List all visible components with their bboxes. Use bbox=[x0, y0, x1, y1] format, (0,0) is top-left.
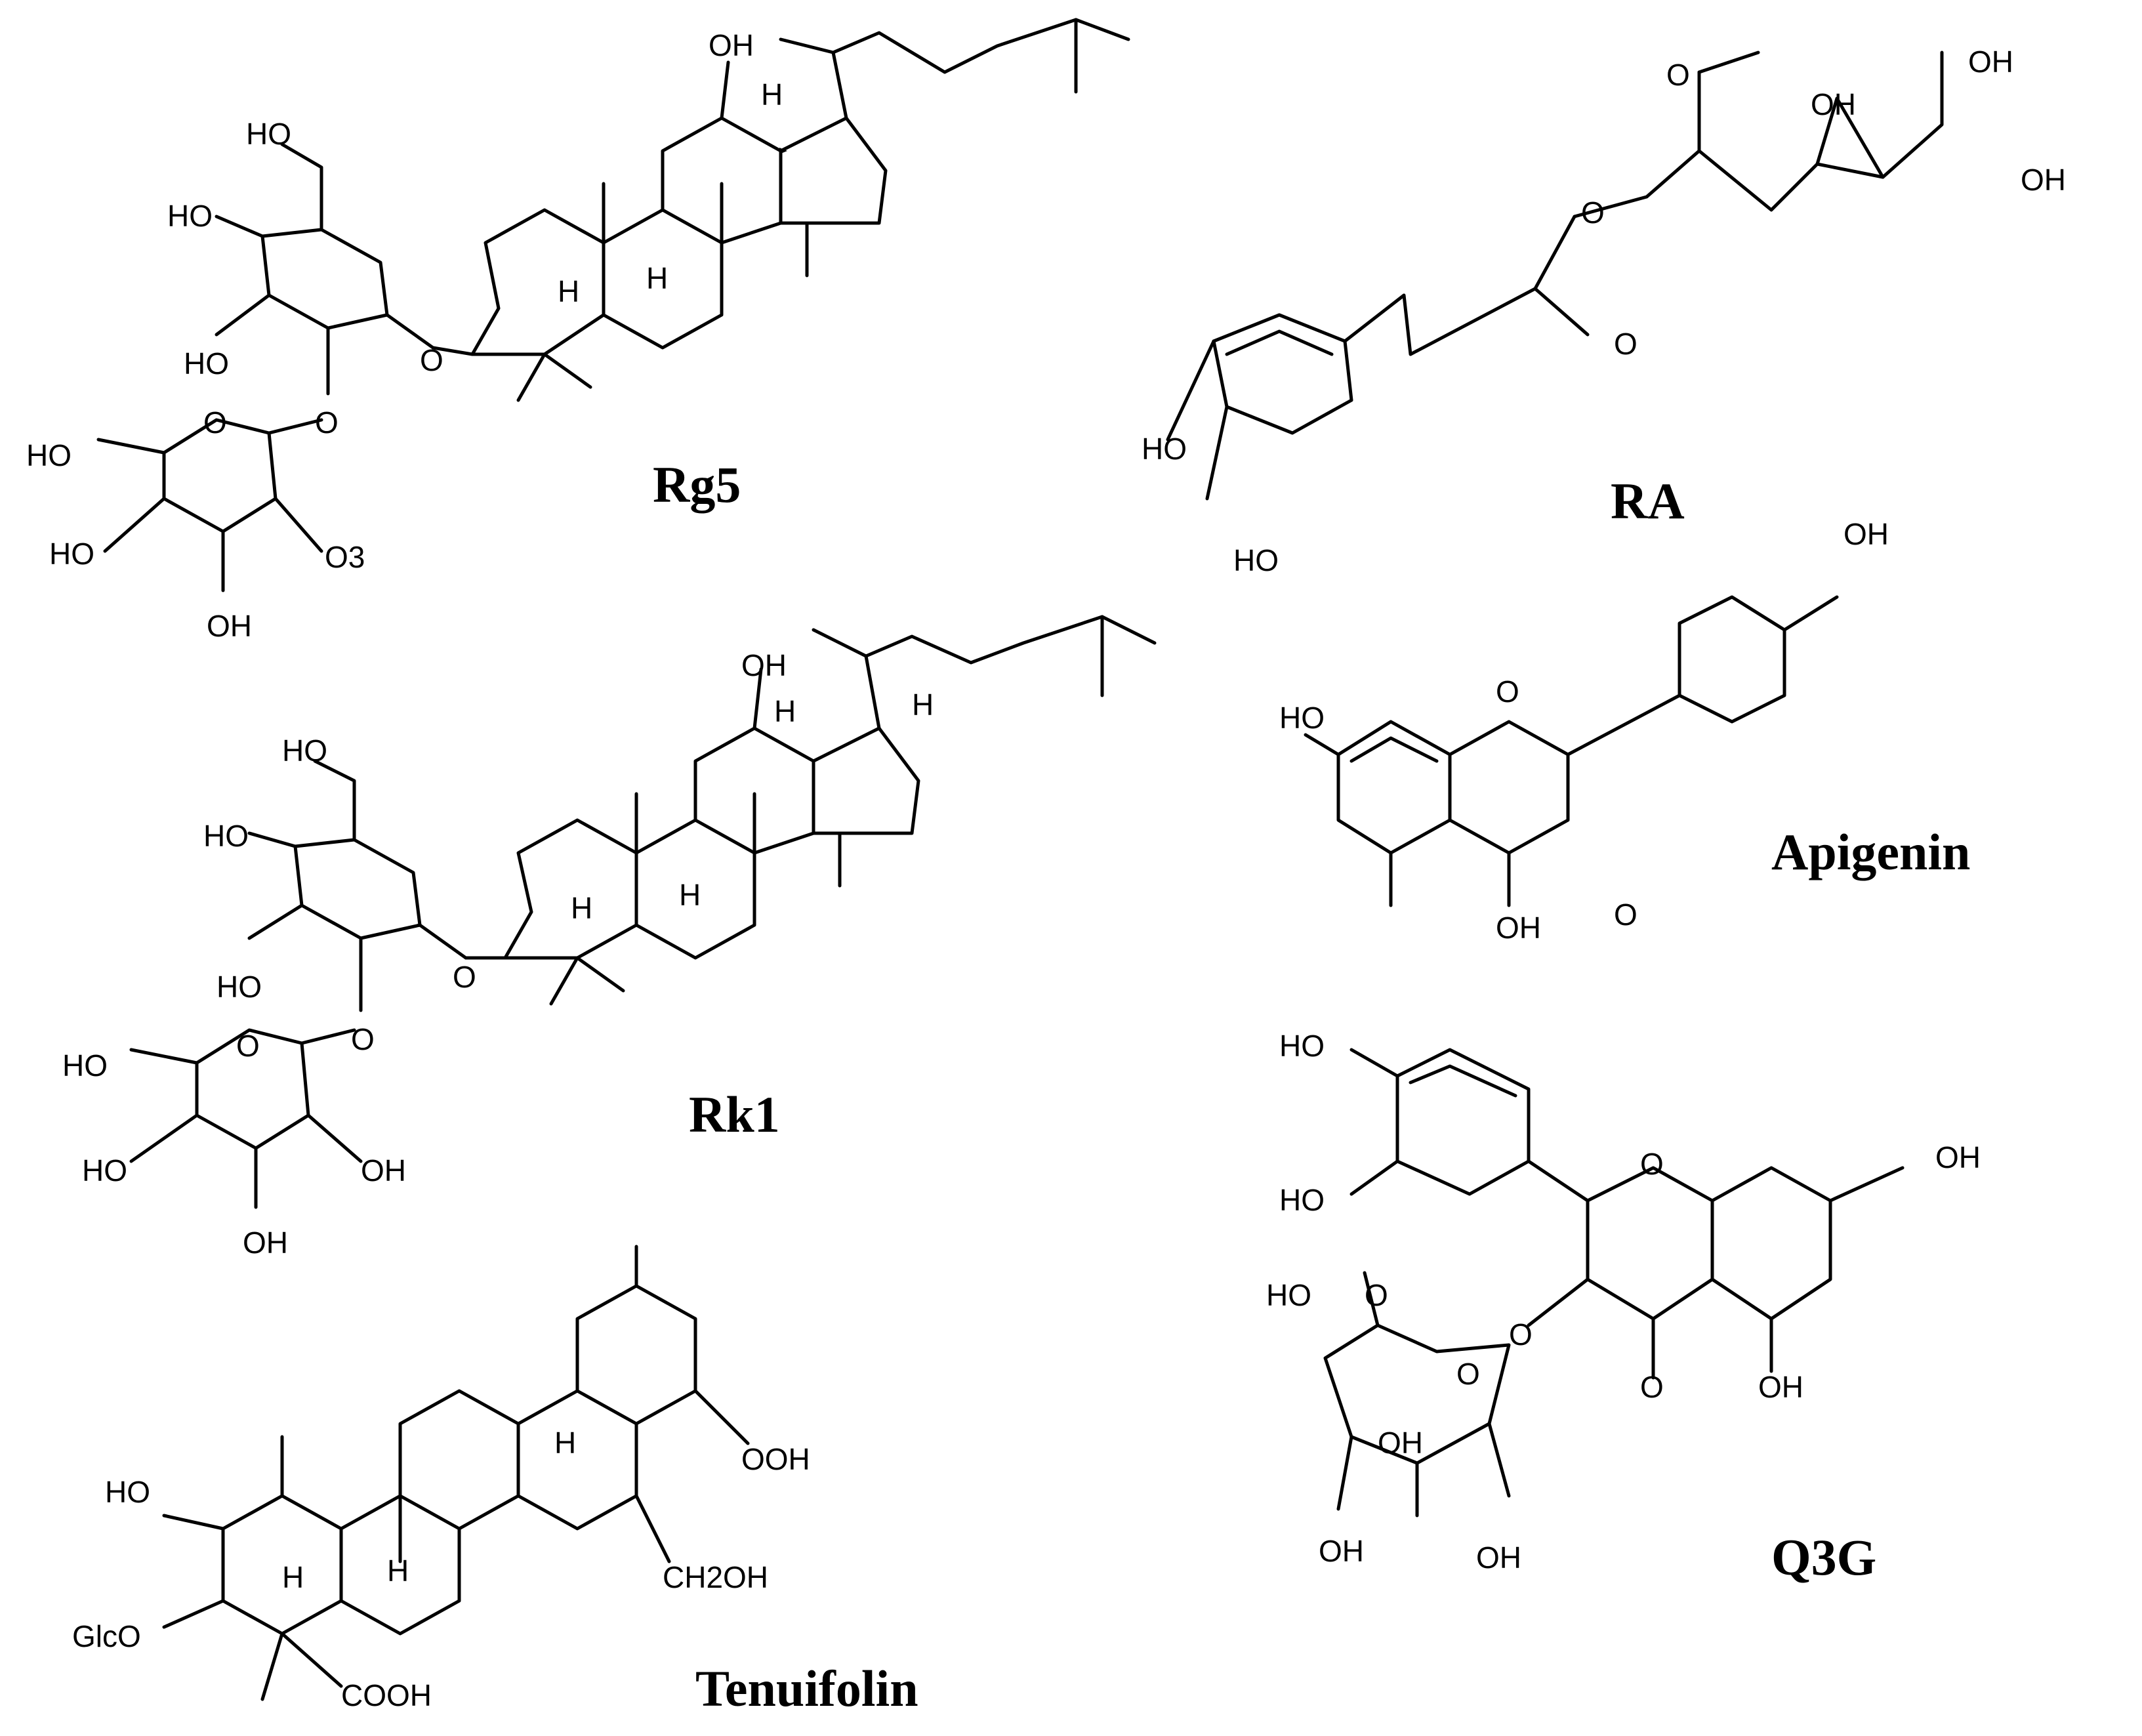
atom-label: OH bbox=[1811, 87, 1856, 121]
atom-label: O bbox=[1614, 898, 1637, 932]
atom-label: O bbox=[420, 343, 443, 377]
molecule-q3g: HO HO O OH O OH O O HO O OH OH OH Q3G bbox=[1266, 1029, 1981, 1586]
atom-label: OH bbox=[361, 1153, 406, 1188]
atom-label: COOH bbox=[341, 1678, 432, 1712]
atom-label: O bbox=[203, 405, 227, 440]
atom-label: O bbox=[1640, 1147, 1664, 1181]
atom-label: OH bbox=[1476, 1540, 1521, 1575]
atom-label: O bbox=[1496, 674, 1519, 709]
atom-label: OH bbox=[1378, 1426, 1423, 1460]
atom-label: O bbox=[1509, 1317, 1533, 1352]
atom-label: HO bbox=[1279, 1183, 1325, 1217]
atom-label: OH bbox=[741, 648, 787, 682]
atom-label: O bbox=[453, 960, 476, 994]
atom-label: O bbox=[351, 1022, 375, 1056]
atom-label: H bbox=[282, 1560, 304, 1594]
atom-label: CH2OH bbox=[663, 1560, 768, 1594]
atom-label: HO bbox=[26, 438, 72, 472]
atom-label: HO bbox=[203, 819, 249, 853]
atom-label: O bbox=[1666, 58, 1690, 92]
atom-label: H bbox=[571, 891, 592, 925]
atom-label: HO bbox=[105, 1475, 150, 1509]
atom-label: OH bbox=[1935, 1140, 1981, 1174]
atom-label: OH bbox=[207, 609, 252, 643]
atom-label: HO bbox=[62, 1048, 108, 1083]
atom-label: H bbox=[679, 878, 701, 912]
atom-label: H bbox=[912, 688, 934, 722]
molecule-apigenin: HO O O OH OH Apigenin bbox=[1279, 517, 1970, 945]
atom-label: H bbox=[554, 1426, 576, 1460]
molecule-name: RA bbox=[1611, 472, 1685, 529]
atom-label: OH bbox=[1758, 1370, 1803, 1404]
atom-label: O bbox=[1581, 196, 1605, 230]
atom-label: OH bbox=[1968, 45, 2013, 79]
atom-label: O bbox=[315, 405, 339, 440]
atom-label: HO bbox=[82, 1153, 127, 1188]
atom-label: H bbox=[558, 274, 579, 308]
atom-label: OH bbox=[709, 28, 754, 62]
molecule-rk1: OH H H H H O HO HO HO O O HO HO OH OH Rk… bbox=[62, 615, 1157, 1260]
atom-label: HO bbox=[1266, 1278, 1311, 1312]
atom-label: OH bbox=[2021, 163, 2066, 197]
molecule-name: Rg5 bbox=[653, 456, 741, 513]
atom-label: O bbox=[236, 1029, 260, 1063]
atom-label: HO bbox=[184, 346, 229, 381]
molecule-name: Apigenin bbox=[1771, 823, 1970, 880]
atom-label: OOH bbox=[741, 1442, 810, 1476]
atom-label: O bbox=[1365, 1278, 1388, 1312]
atom-label: OH bbox=[1843, 517, 1889, 551]
atom-label: HO bbox=[49, 537, 94, 571]
atom-label: HO bbox=[282, 734, 327, 768]
molecule-rg5: OH H H H O HO HO HO O O HO HO O3 OH Rg5 bbox=[26, 18, 1130, 643]
atom-label: HO bbox=[1279, 1029, 1325, 1063]
atom-label: H bbox=[774, 694, 796, 728]
atom-label: O bbox=[1640, 1370, 1664, 1404]
atom-label: H bbox=[387, 1554, 409, 1588]
atom-label: HO bbox=[1233, 543, 1279, 577]
molecule-ra: HO HO O O O OH OH OH RA bbox=[1142, 45, 2066, 577]
atom-label: H bbox=[646, 261, 668, 295]
molecule-name: Q3G bbox=[1771, 1529, 1876, 1586]
molecule-name: Tenuifolin bbox=[695, 1660, 918, 1717]
atom-label: HO bbox=[216, 970, 262, 1004]
atom-label: HO bbox=[246, 117, 291, 151]
atom-label: O3 bbox=[325, 540, 365, 574]
atom-label: O bbox=[1456, 1357, 1480, 1391]
molecule-name: Rk1 bbox=[689, 1086, 780, 1143]
atom-label: O bbox=[1614, 327, 1637, 361]
atom-label: OH bbox=[243, 1226, 288, 1260]
atom-label: HO bbox=[1279, 701, 1325, 735]
atom-label: HO bbox=[1142, 432, 1187, 466]
molecule-tenuifolin: HO GlcO COOH OOH CH2OH H H H Tenuifolin bbox=[72, 1245, 918, 1717]
atom-label: OH bbox=[1496, 911, 1541, 945]
atom-label: OH bbox=[1319, 1534, 1364, 1568]
atom-label: GlcO bbox=[72, 1619, 141, 1653]
atom-label: HO bbox=[167, 199, 213, 233]
atom-label: H bbox=[761, 77, 783, 112]
